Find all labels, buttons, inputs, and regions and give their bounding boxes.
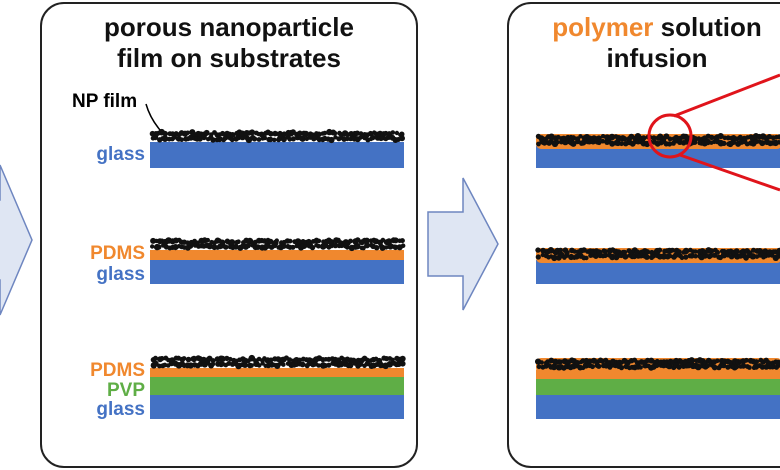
title-rest: solution (653, 12, 762, 42)
glass-layer-right-row2 (536, 260, 780, 284)
zoom-line-top (673, 73, 780, 118)
pdms-layer-row2 (150, 250, 404, 260)
glass-label-row1: glass (96, 144, 145, 165)
title-line-1: porous nanoparticle (104, 12, 354, 42)
panel-title: porous nanoparticle film on substrates (42, 12, 416, 74)
np-film-pointer (145, 103, 161, 131)
panel-title: polymer solution infusion (509, 12, 780, 74)
np-film-left-row3 (150, 354, 406, 370)
np-film-right-row2 (535, 247, 780, 263)
pdms-label-row3: PDMS (90, 360, 145, 381)
pdms-layer-right-row3 (536, 370, 780, 379)
glass-label-row3: glass (96, 399, 145, 420)
title-line-2: infusion (606, 43, 708, 73)
np-film-right-row3 (535, 357, 780, 373)
zoom-line-bottom (679, 153, 780, 192)
pvp-layer-right-row3 (536, 379, 780, 395)
np-film-left-row2 (150, 237, 406, 252)
title-accent-word: polymer (552, 12, 654, 42)
glass-layer-right-row1 (536, 146, 780, 168)
glass-layer-row2 (150, 260, 404, 284)
zoom-circle (647, 113, 693, 159)
glass-layer-row1 (150, 142, 404, 168)
glass-label-row2: glass (96, 264, 145, 285)
pdms-layer-row3 (150, 368, 404, 377)
glass-layer-row3 (150, 395, 404, 419)
pvp-layer-row3 (150, 377, 404, 395)
process-arrow (427, 177, 499, 311)
left-edge-arrow (0, 164, 33, 316)
title-line-2: film on substrates (117, 43, 341, 73)
np-film-left-row1 (149, 128, 405, 144)
pvp-label-row3: PVP (106, 380, 145, 401)
pdms-label-row2: PDMS (90, 243, 145, 264)
np-film-label: NP film (72, 91, 138, 112)
np-film-right-row1 (535, 133, 780, 149)
glass-layer-right-row3 (536, 395, 780, 419)
